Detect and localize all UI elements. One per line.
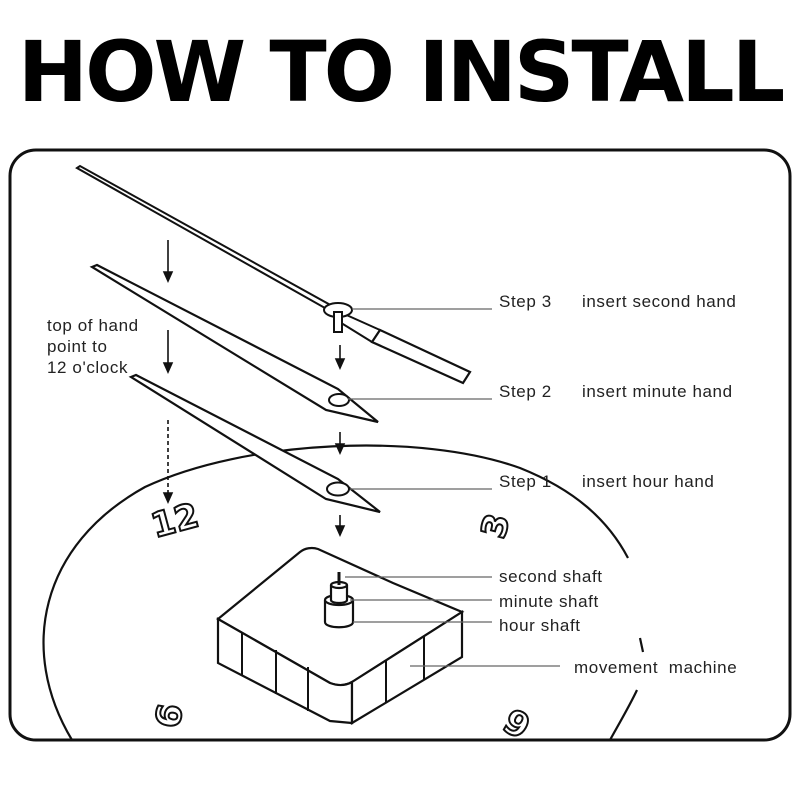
second-shaft-label: second shaft xyxy=(499,567,603,586)
step-3-text: insert second hand xyxy=(582,292,736,311)
dial-number-12: 12 xyxy=(147,496,203,547)
hour-shaft-label: hour shaft xyxy=(499,616,581,635)
minute-shaft-label: minute shaft xyxy=(499,592,599,611)
dial-number-9: 9 xyxy=(145,700,189,730)
dial-number-3: 3 xyxy=(474,509,519,542)
note-line-3: 12 o'clock xyxy=(47,358,128,377)
minute-hand xyxy=(92,265,378,422)
step-1-text: insert hour hand xyxy=(582,472,714,491)
step-1-label: Step 1 xyxy=(499,472,552,491)
note-line-2: point to xyxy=(47,337,108,356)
clock-face-outline-right xyxy=(610,638,643,740)
second-hand xyxy=(77,166,470,383)
step-2-text: insert minute hand xyxy=(582,382,733,401)
step-2-label: Step 2 xyxy=(499,382,552,401)
movement-machine xyxy=(218,548,462,723)
movement-machine-label: movement machine xyxy=(574,658,737,677)
note-line-1: top of hand xyxy=(47,316,139,335)
step-3-label: Step 3 xyxy=(499,292,552,311)
